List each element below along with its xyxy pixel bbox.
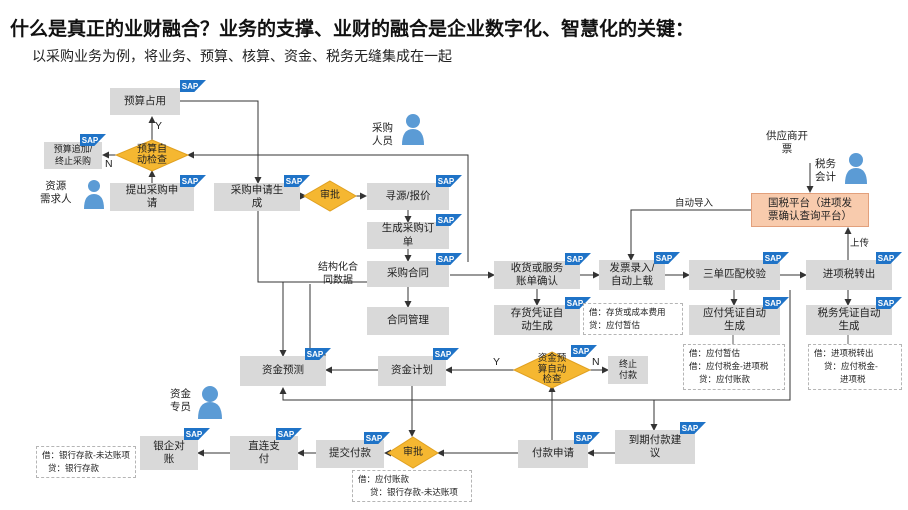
actor-tax-accountant: 税务会计	[815, 158, 836, 184]
label-no-fund: N	[592, 356, 600, 368]
note-tax: 借：进项税转出 贷：应付税金- 进项税	[808, 344, 902, 390]
box-due-payment: 到期付款建议	[615, 430, 695, 464]
label-no-budget: N	[105, 158, 113, 170]
note-inventory: 借：存货或成本费用 贷：应付暂估	[583, 303, 683, 336]
note-bank-credit: 贷：银行存款	[48, 463, 100, 474]
connector-budget-to-request	[180, 100, 262, 184]
label-structured-contract: 结构化合同数据	[318, 262, 358, 286]
note-inventory-debit: 借：存货或成本费用	[589, 307, 666, 317]
box-inventory-voucher: 存货凭证自动生成	[494, 305, 580, 335]
approval2-diamond	[387, 436, 439, 469]
box-three-way-match: 三单匹配校验	[689, 260, 780, 290]
page-subtitle: 以采购业务为例，将业务、预算、核算、资金、税务无缝集成在一起	[32, 48, 452, 64]
box-budget-stop: 预算追加/终止采购	[44, 142, 102, 169]
box-tax-voucher: 税务凭证自动生成	[806, 305, 892, 335]
box-fund-forecast: 资金预测	[240, 356, 326, 386]
actor-buyer: 采购人员	[372, 122, 393, 148]
label-yes-budget: Y	[155, 120, 163, 132]
note-payable-line2: 借：应付税金-进项税	[689, 361, 769, 372]
box-bank-reconcile: 银企对账	[140, 436, 198, 470]
note-payment: 借：应付账款 贷：银行存款-未达账项	[352, 470, 472, 503]
actor-supplier-invoice: 供应商开票	[766, 130, 808, 156]
note-tax-line2: 贷：应付税金-	[824, 361, 878, 372]
connector-contract-branch	[309, 284, 326, 356]
connector-loop-to-check	[187, 151, 469, 262]
person-treasury-icon	[198, 385, 222, 424]
label-yes-fund: Y	[493, 356, 501, 368]
note-payable-line1: 借：应付暂估	[689, 348, 741, 358]
note-bank-debit: 借：银行存款-未达账项	[42, 450, 130, 460]
person-tax-icon	[845, 152, 867, 189]
note-payment-debit: 借：应付账款	[358, 474, 410, 484]
note-payment-credit: 贷：银行存款-未达账项	[370, 487, 458, 498]
fund-check-diamond	[512, 351, 592, 389]
note-tax-line3: 进项税	[840, 374, 866, 385]
page-title: 什么是真正的业财融合？业务的支撑、业财的融合是企业数字化、智慧化的关键：	[10, 19, 695, 40]
box-tax-platform: 国税平台（进项发票确认查询平台）	[751, 193, 869, 227]
box-direct-pay: 直连支付	[230, 436, 298, 470]
box-receipt-confirm: 收货或服务账单确认	[494, 261, 580, 289]
box-request-generate: 采购申请生成	[214, 183, 300, 211]
budget-check-label: 预算自动检查	[137, 143, 167, 167]
note-inventory-credit: 贷：应付暂估	[589, 320, 641, 331]
note-payable: 借：应付暂估 借：应付税金-进项税 贷：应付账款	[683, 344, 785, 390]
note-payable-line3: 贷：应付账款	[699, 374, 751, 385]
approval2-label: 审批	[403, 447, 423, 459]
box-payable-voucher: 应付凭证自动生成	[689, 305, 780, 335]
connector-auto-import	[627, 209, 751, 261]
fund-check-label: 资金预算自动检查	[537, 352, 567, 386]
box-input-tax-transfer: 进项税转出	[806, 260, 892, 290]
box-contract-mgmt: 合同管理	[367, 307, 449, 335]
box-fund-plan: 资金计划	[378, 356, 446, 386]
box-sourcing: 寻源/报价	[367, 183, 449, 210]
box-budget-occupy: 预算占用	[110, 88, 180, 115]
box-stop-payment: 终止付款	[608, 356, 648, 384]
note-bank: 借：银行存款-未达账项 贷：银行存款	[36, 446, 136, 479]
person-requester-icon	[84, 179, 104, 214]
note-tax-line1: 借：进项税转出	[814, 348, 874, 358]
connector-loop-to-forecast	[279, 290, 791, 401]
actor-requester: 资源需求人	[40, 180, 72, 206]
box-invoice-entry: 发票录入/自动上载	[599, 260, 665, 290]
approval1-label: 审批	[320, 190, 340, 202]
label-upload: 上传	[850, 238, 870, 249]
approval1-diamond	[302, 180, 358, 212]
actor-treasury: 资金专员	[170, 388, 191, 414]
budget-check-diamond	[114, 139, 190, 172]
box-submit-payment: 提交付款	[316, 440, 384, 468]
connector-request-to-contract	[257, 211, 368, 283]
box-generate-po: 生成采购订单	[367, 222, 449, 249]
box-contract: 采购合同	[367, 261, 449, 287]
person-buyer-icon	[402, 113, 424, 150]
box-payment-request: 付款申请	[518, 440, 588, 468]
label-auto-import: 自动导入	[675, 198, 714, 209]
box-submit-request: 提出采购申请	[110, 183, 194, 211]
